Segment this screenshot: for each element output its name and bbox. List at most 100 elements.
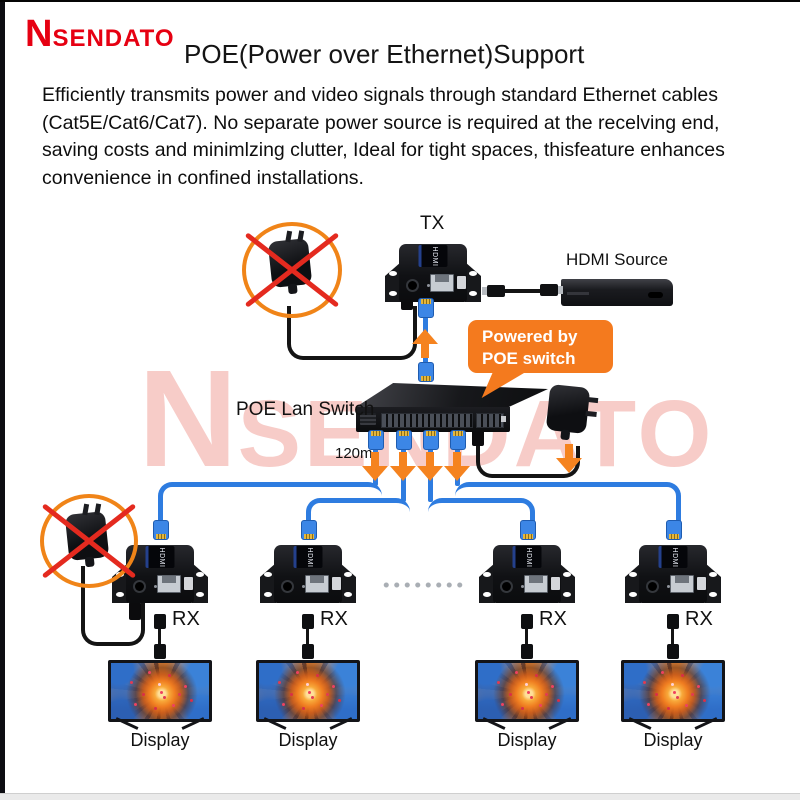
top-frame-edge (0, 0, 800, 2)
no-power-circle-icon (40, 494, 138, 588)
ethernet-plug (396, 430, 412, 450)
hdmi-plug (521, 614, 533, 629)
rx-extender-device-2: HDMI (260, 545, 356, 605)
hdmi-plug (667, 614, 679, 629)
ethernet-plug (666, 520, 682, 540)
ethernet-plug (423, 430, 439, 450)
ethernet-plug (368, 430, 384, 450)
ethernet-plug (418, 298, 434, 318)
switch-power-led (501, 416, 506, 422)
hdmi-plug (667, 644, 679, 659)
ethernet-plug (450, 430, 466, 450)
status-led (521, 585, 524, 588)
hdmi-plug (302, 644, 314, 659)
powered-by-callout: Powered by POE switch (468, 320, 613, 373)
hdmi-plug (302, 614, 314, 629)
hdmi-cable (671, 629, 674, 645)
hdmi-source-label: HDMI Source (565, 250, 669, 269)
tx-extender-device: HDMI (385, 244, 481, 304)
arrow-down-icon (390, 452, 416, 482)
rj45-port (157, 575, 181, 593)
tv-screen (475, 660, 579, 722)
switch-brand-tag (360, 413, 376, 425)
display-label-2: Display (278, 730, 338, 750)
mount-flange (340, 563, 356, 603)
hdmi-plug (154, 644, 166, 659)
hdmi-badge: HDMI (512, 546, 542, 568)
description-text: Efficiently transmits power and video si… (42, 84, 725, 189)
dc-jack (502, 582, 511, 591)
display-label-1: Display (130, 730, 190, 750)
dc-jack (135, 582, 144, 591)
mount-flange (192, 563, 208, 603)
hdmi-badge: HDMI (418, 245, 448, 267)
hdmi-badge: HDMI (145, 546, 175, 568)
switch-uplink-ports (476, 413, 504, 428)
arrow-down-icon (556, 444, 582, 474)
display-1: Display (108, 660, 212, 750)
distance-label: 120m (335, 445, 373, 462)
switch-port-row (381, 413, 473, 428)
hdmi-cable (503, 289, 545, 293)
callout-line2: POE switch (482, 349, 576, 368)
rj45-port (524, 575, 548, 593)
hdmi-cable (525, 629, 528, 645)
ethernet-run-3 (428, 498, 535, 527)
arrow-down-icon (362, 452, 388, 482)
device-body (639, 545, 707, 603)
tx-label: TX (420, 213, 445, 234)
hdmi-cable (306, 629, 309, 645)
hdmi-plug (521, 644, 533, 659)
label-sticker (184, 577, 193, 590)
hdmi-badge: HDMI (658, 546, 688, 568)
arrow-down-icon (444, 452, 470, 482)
mount-flange (559, 563, 575, 603)
ethernet-plug (418, 362, 434, 382)
label-sticker (457, 276, 466, 289)
rx-label-4: RX (685, 608, 713, 630)
status-led (302, 585, 305, 588)
arrow-up-icon (412, 328, 438, 358)
bottom-frame-edge (0, 793, 800, 800)
status-led (667, 585, 670, 588)
rj45-port (670, 575, 694, 593)
page-title: POE(Power over Ethernet)Support (184, 39, 585, 69)
poe-lan-switch (352, 383, 548, 433)
ethernet-run-1 (158, 482, 382, 527)
mount-flange (705, 563, 721, 603)
callout-line1: Powered by (482, 327, 578, 346)
arrow-down-icon (417, 452, 443, 482)
display-3: Display (475, 660, 579, 750)
dc-jack (283, 582, 292, 591)
display-label-4: Display (643, 730, 703, 750)
ethernet-plug (153, 520, 169, 540)
ethernet-run-2 (306, 498, 410, 527)
label-sticker (551, 577, 560, 590)
device-body (399, 244, 467, 302)
switch-front-face (356, 407, 510, 432)
label-sticker (332, 577, 341, 590)
ethernet-plug (301, 520, 317, 540)
ethernet-plug (520, 520, 536, 540)
tv-screen (108, 660, 212, 722)
rx-label-3: RX (539, 608, 567, 630)
rx-extender-device-3: HDMI (479, 545, 575, 605)
hdmi-source-player (561, 279, 673, 306)
display-4: Display (621, 660, 725, 750)
dc-jack (648, 582, 657, 591)
rx-label-2: RX (320, 608, 348, 630)
rj45-port (430, 274, 454, 292)
display-2: Display (256, 660, 360, 750)
mount-flange (465, 262, 481, 302)
left-frame-edge (0, 0, 5, 800)
display-label-3: Display (497, 730, 557, 750)
more-units-ellipsis-icon (381, 582, 465, 588)
hdmi-badge: HDMI (293, 546, 323, 568)
poe-switch-label: POE Lan Switch (236, 399, 375, 420)
tv-screen (621, 660, 725, 722)
power-cable-rx1 (81, 566, 145, 646)
hdmi-plug (540, 284, 563, 296)
dc-jack (408, 281, 417, 290)
status-led (154, 585, 157, 588)
